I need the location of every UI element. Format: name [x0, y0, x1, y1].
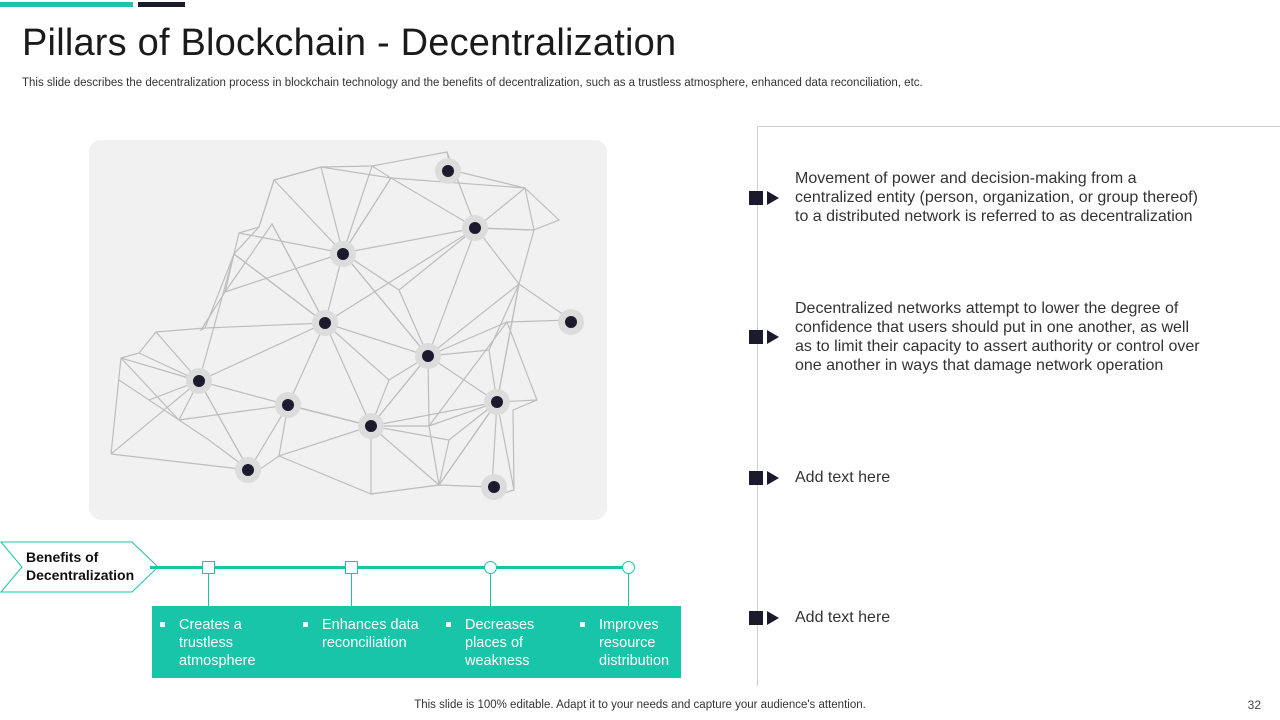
bullet-icon [446, 622, 451, 627]
benefit-item-2: Enhances data reconciliation [303, 616, 433, 652]
square-arrow-bullet-icon [749, 470, 779, 485]
point-text-1: Movement of power and decision-making fr… [795, 170, 1198, 225]
bullet-icon [303, 622, 308, 627]
timeline-marker-square [202, 561, 215, 574]
point-item-2: Decentralized networks attempt to lower … [749, 299, 1209, 375]
timeline-marker-circle [622, 561, 635, 574]
timeline-marker-circle [484, 561, 497, 574]
benefits-label: Benefits of Decentralization [26, 549, 135, 583]
timeline-connector [208, 572, 209, 606]
page-number: 32 [1247, 698, 1261, 712]
point-text-3: Add text here [795, 469, 891, 486]
timeline-marker-square [345, 561, 358, 574]
network-illustration-panel [89, 140, 607, 520]
point-text-2: Decentralized networks attempt to lower … [795, 300, 1200, 374]
point-text-4: Add text here [795, 609, 891, 626]
benefits-arrow-shape [0, 541, 159, 593]
square-arrow-bullet-icon [749, 610, 779, 625]
benefit-item-3: Decreases places of weakness [446, 616, 556, 670]
benefits-panel: Creates a trustless atmosphere Enhances … [152, 606, 681, 678]
benefit-item-4: Improves resource distribution [580, 616, 676, 670]
benefits-timeline [150, 566, 630, 569]
point-item-4: Add text here [749, 608, 1209, 627]
slide-subtitle: This slide describes the decentralizatio… [22, 77, 923, 89]
slide-title: Pillars of Blockchain - Decentralization [22, 22, 677, 64]
square-arrow-bullet-icon [749, 190, 779, 205]
timeline-connector [490, 572, 491, 606]
timeline-connector [628, 572, 629, 606]
benefit-item-1: Creates a trustless atmosphere [160, 616, 288, 670]
top-accent-bar [0, 2, 133, 7]
point-item-1: Movement of power and decision-making fr… [749, 169, 1209, 226]
divider-vertical [757, 126, 758, 686]
network-nodes [186, 158, 584, 500]
bullet-icon [160, 622, 165, 627]
slide-footer: This slide is 100% editable. Adapt it to… [414, 699, 866, 711]
timeline-connector [351, 572, 352, 606]
blockchain-network-icon [110, 151, 584, 500]
square-arrow-bullet-icon [749, 330, 779, 344]
point-item-3: Add text here [749, 468, 1209, 487]
bullet-icon [580, 622, 585, 627]
top-dark-bar [138, 2, 185, 7]
divider-horizontal [757, 126, 1280, 127]
